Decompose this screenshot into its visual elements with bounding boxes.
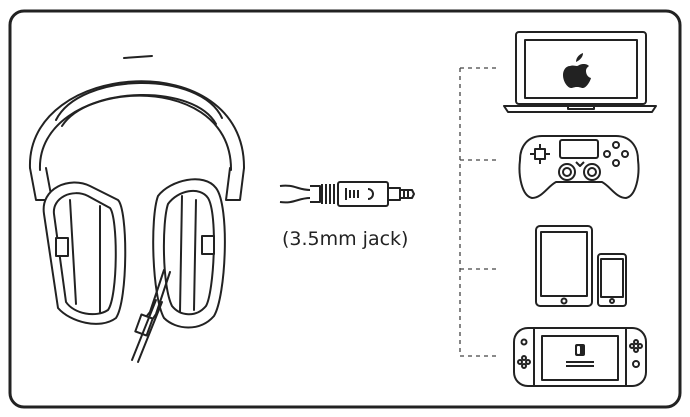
audio-jack-icon [279, 181, 415, 207]
game-console-icon [513, 327, 647, 387]
headset-icon [28, 55, 246, 363]
diagram-border [8, 9, 682, 409]
console-logo-icon [566, 344, 594, 367]
connector-label: (3.5mm jack) [282, 228, 409, 250]
apple-logo-icon [563, 53, 591, 88]
device-connector-bracket [459, 67, 496, 357]
tablet-phone-icon [535, 225, 627, 307]
gamepad-icon [518, 135, 640, 199]
